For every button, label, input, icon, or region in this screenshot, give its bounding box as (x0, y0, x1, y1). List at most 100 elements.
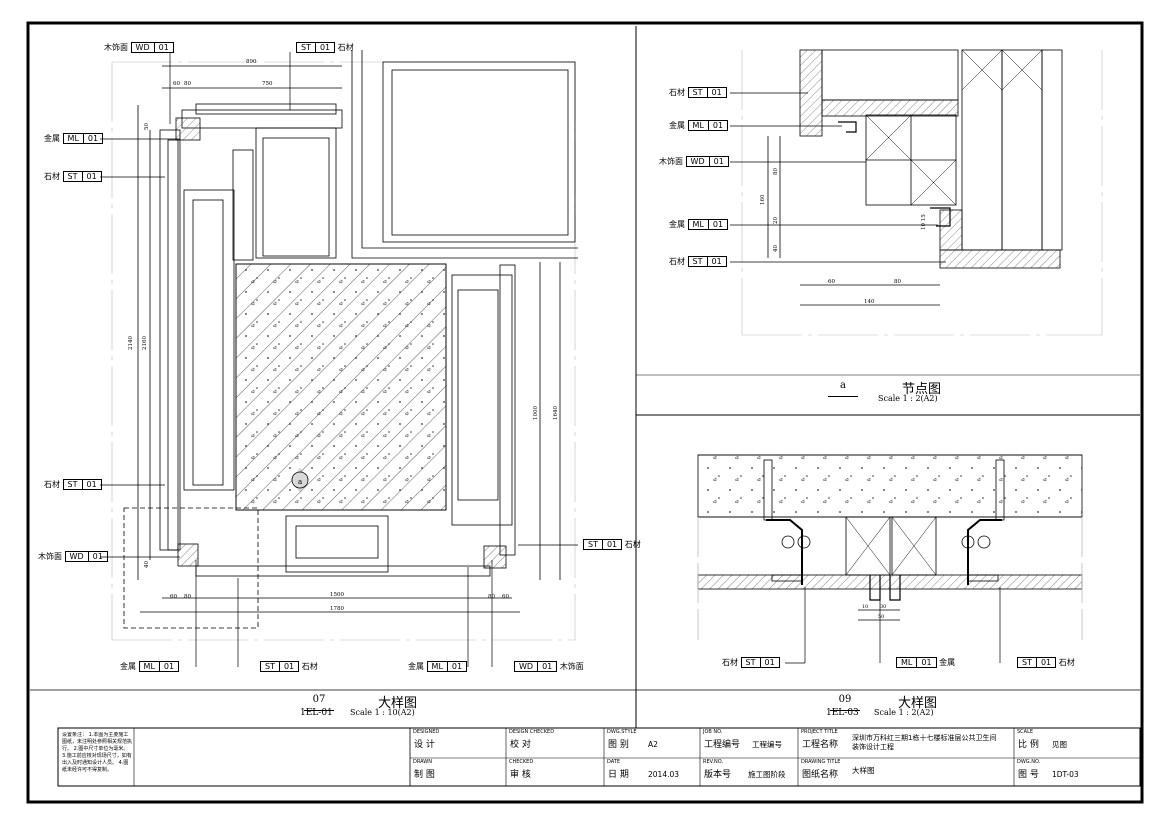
tag-num: 01 (708, 219, 729, 230)
tag-code: WD (514, 661, 539, 672)
tag-num: 01 (707, 87, 727, 98)
tag-label: 石材 (44, 480, 60, 489)
tag-label: 石材 (669, 88, 685, 97)
tb-zh: 工程名称 (802, 740, 839, 750)
tag-label: 石材 (722, 658, 738, 667)
tag-code: ST (740, 657, 761, 668)
tag-num: 01 (707, 256, 727, 267)
dim-60-bottom: 60 (170, 594, 177, 600)
tag-label: 石材 (1058, 658, 1075, 667)
tb-check: DESIGN CHECKED 校 对 (506, 728, 604, 758)
tag-code: ST (1017, 657, 1037, 668)
tb-zh: 日 期 (608, 770, 629, 780)
tb-val: 1DT-03 (1052, 770, 1079, 779)
dim-1000: 1000 (533, 406, 539, 420)
tag-label: 金属 (939, 658, 956, 667)
tb-zh: 设 计 (414, 740, 435, 750)
tag-num: 01 (709, 156, 729, 167)
tb-zh: 版本号 (704, 770, 732, 780)
tag-label: 木饰面 (559, 662, 584, 671)
section-detail-dimensions: 10 30 50 (862, 604, 886, 620)
tag-code: ST (583, 539, 603, 550)
tag-num: 01 (279, 661, 300, 672)
tag-label: 石材 (44, 172, 60, 181)
dim-60-right: 60 (502, 594, 509, 600)
tb-en: JOB NO. (703, 729, 723, 735)
view-scale: Scale 1 : 10(A2) (350, 708, 415, 717)
dim-2140: 2140 (128, 336, 134, 350)
node-dim-140: 140 (864, 299, 875, 305)
node-dim-20: 20 (773, 217, 779, 224)
section-marker-label: a (298, 478, 302, 486)
view-number: a (828, 380, 858, 397)
tag-code: ML (426, 661, 448, 672)
design-notes: 设置条注： 1.本图为主要施工图纸，未注明处参照相关规范执行。 2.图中尺寸单位… (62, 732, 132, 773)
tb-zh: 工程编号 (704, 740, 741, 750)
dim-50: 50 (144, 123, 150, 130)
sec-dim-10: 10 (862, 604, 868, 610)
tb-en: DRAWING TITLE (801, 759, 841, 765)
tb-en: DWG.NO. (1017, 759, 1041, 765)
tb-zh: 审 核 (510, 770, 531, 780)
tag-code: ML (687, 219, 709, 230)
dim-750: 750 (262, 81, 273, 87)
view-number: 09 (830, 694, 860, 711)
tag-label: 木饰面 (38, 552, 62, 561)
tag-code: ST (260, 661, 280, 672)
tb-en: DESIGN CHECKED (509, 729, 555, 735)
tb-val: 2014.03 (648, 770, 680, 779)
tag-label: 金属 (120, 662, 136, 671)
view-title: 大样图 (898, 696, 938, 711)
dim-80-top: 80 (184, 81, 191, 87)
tb-en: REV.NO. (703, 759, 724, 765)
tag-label: 金属 (669, 220, 685, 229)
tag-code: ML (687, 120, 709, 131)
tag-label: 金属 (669, 121, 685, 130)
tb-en: CHECKED (509, 759, 534, 765)
tb-en: DRAWN (413, 759, 432, 765)
tb-zh: 图 别 (608, 740, 629, 750)
view-title-main: 07 1EL-01 大样图 Scale 1 : 10(A2) (300, 692, 460, 722)
tb-val: 大样图 (852, 766, 875, 775)
tag-num: 01 (88, 551, 108, 562)
tb-val: 见图 (1052, 740, 1067, 749)
section-detail-drawing (697, 454, 1083, 640)
tb-val: 施工图阶段 (748, 770, 786, 779)
tag-code: ST (62, 171, 83, 182)
view-ref: 1EL-03 (826, 708, 859, 718)
tag-label: 石材 (624, 540, 641, 549)
tag-code: WD (64, 551, 89, 562)
view-scale: Scale 1 : 2(A2) (878, 394, 938, 403)
tag-num: 01 (538, 661, 558, 672)
view-ref: 1EL-01 (300, 708, 333, 718)
tag-num: 01 (83, 133, 104, 144)
sec-dim-50: 50 (878, 614, 884, 620)
view-title-detail: 09 1EL-03 大样图 Scale 1 : 2(A2) (826, 692, 986, 722)
tb-dwgstyle: DWG.STYLE 图 别 A2 (604, 728, 700, 758)
tag-code: ML (896, 657, 918, 668)
dim-2160: 2160 (142, 336, 148, 350)
tag-label: 金属 (408, 662, 424, 671)
dim-80-bottom: 80 (184, 594, 191, 600)
tb-drawn: DRAWN 制 图 (410, 758, 506, 786)
tb-zh: 图 号 (1018, 770, 1039, 780)
tag-label: 石材 (337, 43, 354, 52)
tb-en: DESIGNED (413, 729, 440, 735)
tb-val: 工程编号 (752, 740, 782, 749)
tag-num: 01 (1036, 657, 1057, 668)
tag-code: ML (62, 133, 84, 144)
tag-label: 金属 (44, 134, 60, 143)
tb-en: PROJECT TITLE (801, 729, 838, 735)
tag-label: 木饰面 (104, 43, 128, 52)
